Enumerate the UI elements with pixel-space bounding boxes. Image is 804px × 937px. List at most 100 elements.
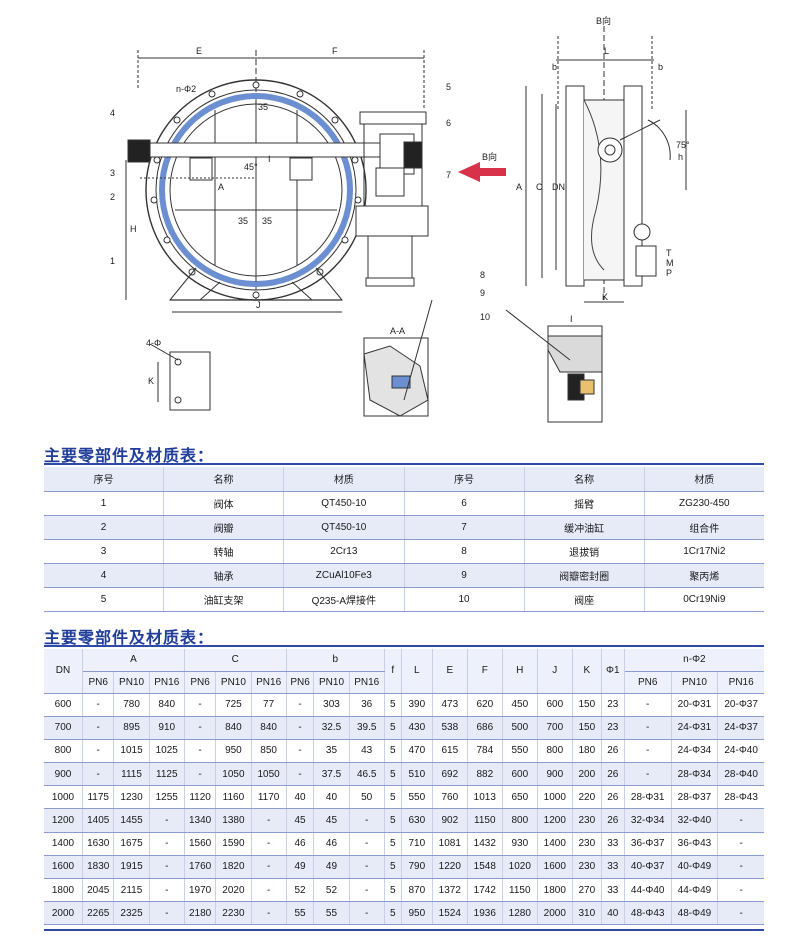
label-a-side: A — [516, 182, 522, 192]
table-cell: 7 — [404, 515, 525, 540]
table-cell: 1830 — [82, 855, 115, 880]
table-cell: - — [251, 901, 287, 926]
table-cell: 700 — [44, 716, 83, 740]
flange-detail — [149, 343, 211, 411]
table-cell: 1760 — [184, 855, 217, 880]
table-cell: 轴承 — [163, 563, 285, 588]
table-cell: 36-Φ43 — [671, 832, 719, 856]
table-cell: 895 — [113, 716, 150, 740]
table-cell: 1020 — [502, 855, 538, 880]
table-cell: 5 — [384, 855, 402, 880]
label-i-front: I — [268, 154, 271, 164]
table-cell: - — [624, 739, 672, 764]
dims-header-e: E — [432, 649, 468, 694]
table-cell: 510 — [401, 762, 433, 787]
table-cell: 840 — [215, 716, 252, 740]
table-cell: 2000 — [44, 901, 83, 926]
label-e: E — [196, 46, 202, 56]
table-cell: 5 — [44, 587, 165, 612]
table-cell: - — [717, 808, 764, 833]
table-cell: QT450-10 — [283, 515, 405, 540]
table-cell: 4 — [44, 563, 165, 588]
table-cell: - — [184, 739, 217, 764]
table-cell: 32-Φ34 — [624, 808, 672, 833]
label-3: 3 — [110, 168, 115, 178]
table-cell: 退拔销 — [524, 539, 645, 564]
dims-sub-header: PN10 — [671, 671, 719, 694]
table-cell: 50 — [349, 785, 385, 810]
table-cell: 1400 — [537, 832, 573, 856]
label-c: C — [536, 182, 543, 192]
table-cell: 23 — [601, 693, 625, 717]
table-cell: 910 — [149, 716, 185, 740]
parts-header-cell: 序号 — [44, 467, 165, 492]
table-cell: 77 — [251, 693, 287, 717]
dims-sub-header: PN6 — [286, 671, 315, 694]
table-cell: 1120 — [184, 785, 217, 810]
table-cell: 760 — [432, 785, 468, 810]
table-cell: 1000 — [44, 785, 83, 810]
dims-header-phi1: Φ1 — [601, 649, 625, 694]
table-cell: 1175 — [82, 785, 115, 810]
label-arrow-b: B向 — [482, 151, 497, 162]
table-cell: 49 — [313, 855, 350, 880]
parts-header-cell: 材质 — [283, 467, 405, 492]
table-cell: 摇臂 — [524, 491, 645, 516]
table-cell: 710 — [401, 832, 433, 856]
table-cell: - — [184, 693, 217, 717]
parts-header-cell: 名称 — [524, 467, 645, 492]
table-cell: 24-Φ37 — [717, 716, 764, 740]
table-cell: 230 — [572, 808, 602, 833]
table-cell: 24-Φ40 — [717, 739, 764, 764]
label-view-b: B向 — [596, 15, 611, 26]
table-cell: 36 — [349, 693, 385, 717]
dims-header-f-small: f — [384, 649, 402, 694]
dims-sub-header: PN10 — [215, 671, 252, 694]
table-cell: 1013 — [467, 785, 503, 810]
table-cell: 20-Φ31 — [671, 693, 719, 717]
table-cell: 800 — [44, 739, 83, 764]
dims-header-h: H — [502, 649, 538, 694]
table-cell: 450 — [502, 693, 538, 717]
table-cell: 1600 — [44, 855, 83, 880]
dims-header-nphi2: n-Φ2 — [624, 649, 764, 672]
table-cell: - — [717, 832, 764, 856]
table-cell: 33 — [601, 878, 625, 903]
table-cell: 36-Φ37 — [624, 832, 672, 856]
table-cell: 1600 — [537, 855, 573, 880]
label-p: P — [666, 268, 672, 278]
table-cell: 870 — [401, 878, 433, 903]
table-cell: 26 — [601, 808, 625, 833]
table-cell: 303 — [313, 693, 350, 717]
dims-header-row-sub: PN6 PN10 PN16 PN6 PN10 PN16 PN6 PN10 PN1… — [44, 671, 764, 694]
table-cell: 550 — [502, 739, 538, 764]
table-cell: 0Cr19Ni9 — [644, 587, 764, 612]
table-cell: 1160 — [215, 785, 252, 810]
table-cell: 6 — [404, 491, 525, 516]
table-cell: 28-Φ43 — [717, 785, 764, 810]
table-cell: - — [286, 716, 315, 740]
table-cell: 26 — [601, 785, 625, 810]
table-cell: 2Cr13 — [283, 539, 405, 564]
table-cell: 902 — [432, 808, 468, 833]
label-5: 5 — [446, 82, 451, 92]
table-cell: 230 — [572, 832, 602, 856]
table-cell: 37.5 — [313, 762, 350, 787]
dims-sub-header: PN16 — [717, 671, 764, 694]
parts-header-row: 序号 名称 材质 序号 名称 材质 — [44, 467, 764, 492]
table-cell: - — [149, 901, 185, 926]
table-cell: 790 — [401, 855, 433, 880]
dims-sub-header: PN16 — [349, 671, 385, 694]
table-cell: - — [286, 739, 315, 764]
table-cell: 150 — [572, 693, 602, 717]
dims-header-l: L — [401, 649, 433, 694]
table-cell: 5 — [384, 739, 402, 764]
table-cell: - — [149, 878, 185, 903]
table-cell: 180 — [572, 739, 602, 764]
section-aa — [363, 299, 433, 417]
